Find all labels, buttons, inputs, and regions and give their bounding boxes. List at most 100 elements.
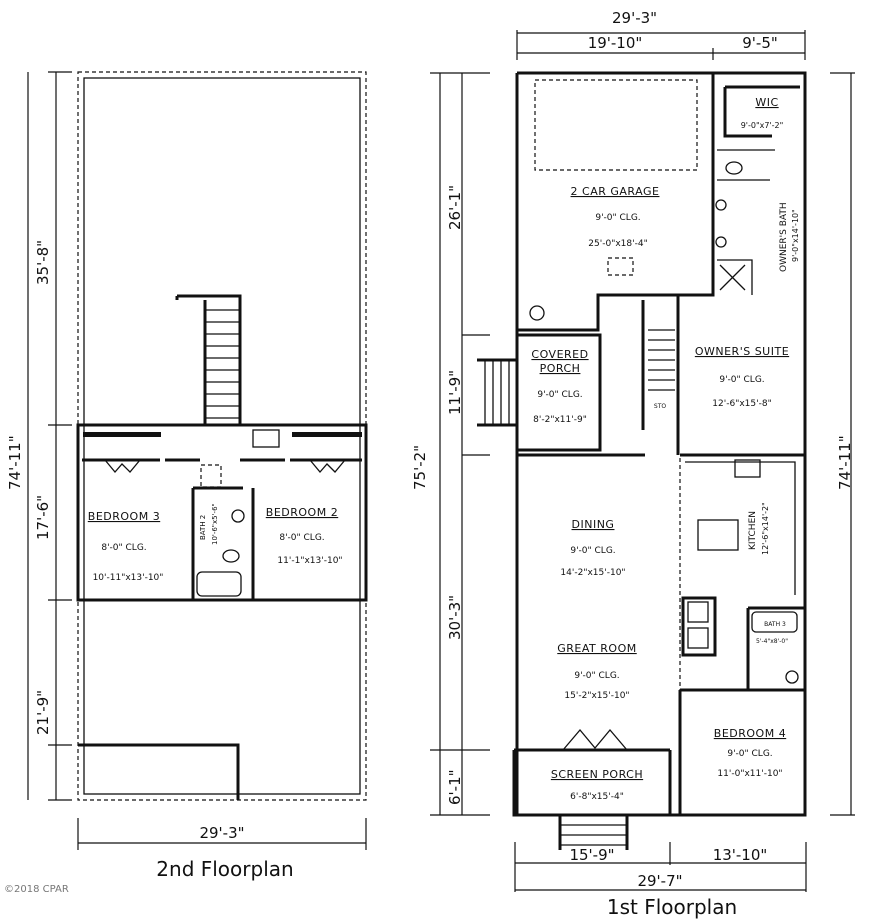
bedroom4-label: BEDROOM 4 bbox=[714, 727, 786, 740]
dining-label: DINING bbox=[572, 518, 615, 531]
bedroom4-size: 11'-0"x11'-10" bbox=[717, 769, 782, 779]
dim-width: 29'-3" bbox=[199, 824, 244, 842]
sto-label: STO bbox=[654, 403, 666, 410]
bathtub-icon bbox=[751, 611, 798, 633]
dim-left-3: 30'-3" bbox=[446, 595, 464, 640]
dim-bottom-left: 15'-9" bbox=[569, 846, 614, 864]
garage-door-outline bbox=[534, 79, 698, 171]
covered-porch-walls bbox=[517, 333, 602, 452]
exterior-walls bbox=[515, 71, 807, 817]
wic-walls bbox=[723, 85, 800, 138]
first-floor-plan: WIC 9'-0"x7'-2" OWNER'S BATH 9'-0"x14'-1… bbox=[411, 9, 855, 919]
owners-suite-label: OWNER'S SUITE bbox=[695, 345, 789, 358]
garage-label: 2 CAR GARAGE bbox=[571, 185, 660, 198]
copyright-watermark: ©2018 CPAR bbox=[4, 884, 69, 895]
closet-shelf bbox=[292, 432, 362, 437]
sink-icon bbox=[715, 236, 727, 248]
covered-porch-label-1: COVERED bbox=[531, 348, 588, 361]
dim-middle: 17'-6" bbox=[34, 495, 52, 540]
dim-left-2: 11'-9" bbox=[446, 370, 464, 415]
dim-bottom-right: 13'-10" bbox=[713, 846, 768, 864]
bifold-doors bbox=[104, 459, 346, 474]
dining-size: 14'-2"x15'-10" bbox=[560, 568, 625, 578]
screen-porch-label: SCREEN PORCH bbox=[551, 768, 643, 781]
range-icon bbox=[734, 459, 761, 478]
sink-icon bbox=[785, 670, 799, 684]
bath2-size: 10'-6"x5'-6" bbox=[211, 503, 219, 545]
dim-right-total: 74'-11" bbox=[836, 435, 854, 490]
bedroom4-walls bbox=[668, 690, 682, 815]
great-room-label: GREAT ROOM bbox=[557, 642, 636, 655]
dim-top-total: 29'-3" bbox=[612, 9, 657, 27]
front-steps bbox=[558, 815, 629, 850]
garage-ceiling: 9'-0" CLG. bbox=[595, 213, 640, 223]
bottom-dimension-lines bbox=[514, 842, 807, 892]
stair-and-suite-walls bbox=[641, 295, 805, 457]
owners-suite-size: 12'-6"x15'-8" bbox=[712, 399, 771, 409]
owners-bath-label: OWNER'S BATH bbox=[779, 202, 789, 272]
garage-walls bbox=[517, 73, 715, 332]
owners-bath-size: 9'-0"x14'-10" bbox=[791, 209, 800, 262]
bedroom2-label: BEDROOM 2 bbox=[266, 506, 338, 519]
dim-left-4: 6'-1" bbox=[446, 769, 464, 805]
washer-icon bbox=[687, 601, 709, 623]
bath2-label: BATH 2 bbox=[199, 515, 207, 540]
front-step-treads bbox=[560, 824, 627, 846]
covered-porch-label-2: PORCH bbox=[540, 362, 581, 375]
bedroom-block bbox=[76, 423, 368, 602]
living-walls bbox=[515, 453, 645, 815]
owners-bath-walls bbox=[717, 149, 775, 295]
bathtub-icon bbox=[196, 571, 242, 597]
garage-size: 25'-0"x18'-4" bbox=[588, 239, 647, 249]
side-step-treads bbox=[484, 360, 510, 425]
kitchen-island bbox=[697, 519, 739, 551]
second-floor-title: 2nd Floorplan bbox=[156, 857, 293, 881]
left-dimension-lines bbox=[430, 72, 490, 816]
covered-porch-size: 8'-2"x11'-9" bbox=[533, 415, 587, 425]
great-room-size: 15'-2"x15'-10" bbox=[564, 691, 629, 701]
attic-access bbox=[200, 464, 222, 488]
bedroom3-label: BEDROOM 3 bbox=[88, 510, 160, 523]
bedroom3-ceiling: 8'-0" CLG. bbox=[101, 543, 146, 553]
bedroom3-size: 10'-11"x13'-10" bbox=[93, 573, 164, 583]
attic-access bbox=[607, 257, 634, 276]
dim-total-depth: 74'-11" bbox=[6, 435, 24, 490]
closet-shelf bbox=[83, 432, 161, 437]
right-dimension-line bbox=[830, 72, 855, 816]
bedroom4-ceiling: 9'-0" CLG. bbox=[727, 749, 772, 759]
covered-porch-ceiling: 9'-0" CLG. bbox=[537, 390, 582, 400]
kitchen-size: 12'-6"x14'-2" bbox=[761, 502, 770, 555]
screen-porch-walls bbox=[512, 748, 670, 817]
wic-label: WIC bbox=[755, 96, 778, 109]
dining-ceiling: 9'-0" CLG. bbox=[570, 546, 615, 556]
stair-treads bbox=[648, 329, 675, 391]
water-heater-icon bbox=[529, 305, 545, 321]
dim-top-left: 19'-10" bbox=[588, 34, 643, 52]
sink-icon bbox=[715, 199, 727, 211]
french-doors bbox=[562, 728, 628, 751]
great-room-ceiling: 9'-0" CLG. bbox=[574, 671, 619, 681]
wic-size: 9'-0"x7'-2" bbox=[741, 121, 784, 130]
first-floor-title: 1st Floorplan bbox=[607, 895, 737, 919]
dim-left-total: 75'-2" bbox=[411, 445, 429, 490]
dim-rear: 21'-9" bbox=[34, 690, 52, 735]
dim-left-1: 26'-1" bbox=[446, 185, 464, 230]
laundry-bath3-walls bbox=[680, 596, 805, 692]
side-steps bbox=[477, 358, 517, 427]
dryer-icon bbox=[687, 627, 709, 649]
top-dimension-lines bbox=[516, 30, 806, 60]
bedroom2-ceiling: 8'-0" CLG. bbox=[279, 533, 324, 543]
dim-front: 35'-8" bbox=[34, 240, 52, 285]
owners-suite-ceiling: 9'-0" CLG. bbox=[719, 375, 764, 385]
second-floor-plan: BEDROOM 3 8'-0" CLG. 10'-11"x13'-10" BED… bbox=[6, 71, 368, 881]
sink-icon bbox=[231, 509, 245, 523]
width-dimension-line bbox=[77, 818, 367, 850]
dim-bottom-total: 29'-7" bbox=[637, 872, 682, 890]
bath3-size: 5'-4"x8'-0" bbox=[756, 638, 788, 645]
lower-roof-notch bbox=[78, 743, 240, 800]
shower-icon bbox=[719, 264, 746, 291]
bedroom2-size: 11'-1"x13'-10" bbox=[277, 556, 342, 566]
bath3-label: BATH 3 bbox=[764, 621, 786, 628]
stair-treads bbox=[205, 309, 240, 419]
